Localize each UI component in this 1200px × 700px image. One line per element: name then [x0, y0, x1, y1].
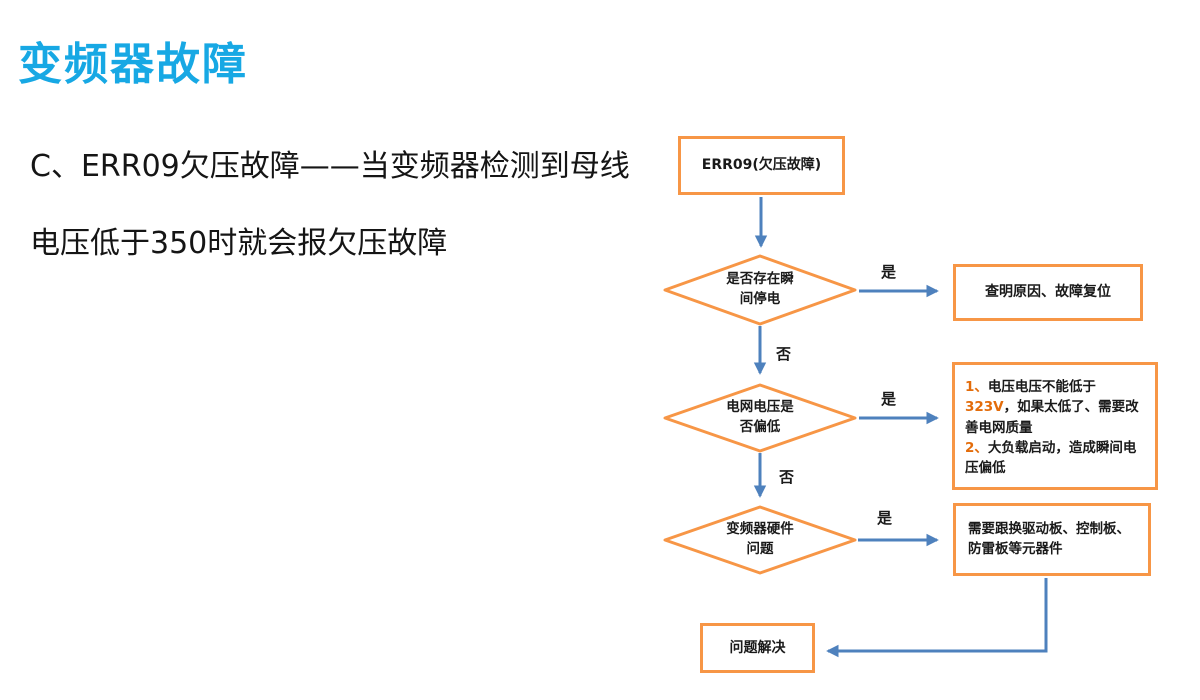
decision2-label: 电网电压是 否偏低 — [726, 399, 794, 436]
decision2-diamond — [663, 383, 857, 453]
decision3-diamond — [663, 505, 857, 575]
result2-node: 1、电压电压不能低于 323V，如果太低了、需要改善电网质量 2、大负载启动，造成… — [952, 362, 1158, 490]
result2-item2-number: 2、 — [965, 439, 988, 456]
decision1-no-label: 否 — [776, 345, 792, 363]
result2-item1-highlight: 323V — [965, 399, 1004, 416]
decision2-yes-label: 是 — [881, 390, 897, 408]
decision1-yes-label: 是 — [881, 263, 897, 281]
decision1-diamond — [663, 254, 857, 326]
decision3-yes-label: 是 — [877, 509, 893, 527]
start-node-label: ERR09(欠压故障) — [701, 157, 822, 174]
result2-item2: 2、大负载启动，造成瞬间电压偏低 — [965, 438, 1147, 479]
result2-node-text: 1、电压电压不能低于 323V，如果太低了、需要改善电网质量 2、大负载启动，造成… — [965, 377, 1147, 478]
result3-node-label: 需要跟换驱动板、控制板、防雷板等元器件 — [968, 520, 1130, 557]
result2-item1-pre: 电压电压不能低于 — [987, 379, 1096, 395]
result2-item1: 1、电压电压不能低于 323V，如果太低了、需要改善电网质量 — [965, 377, 1147, 438]
result2-item1-number: 1、 — [965, 379, 988, 395]
result2-item2-text: 大负载启动，造成瞬间电压偏低 — [965, 439, 1137, 476]
decision1-label: 是否存在瞬 间停电 — [726, 271, 794, 308]
start-node: ERR09(欠压故障) — [678, 136, 845, 195]
page-title: 变频器故障 — [18, 39, 248, 90]
result2-item1-post: ，如果太低了、需要改善电网质量 — [965, 399, 1139, 436]
result3-node: 需要跟换驱动板、控制板、防雷板等元器件 — [953, 503, 1151, 576]
arrow-result3-to-end — [826, 578, 1048, 658]
intro-paragraph: C、ERR09欠压故障——当变频器检测到母线 电压低于350时就会报欠压故障 — [30, 149, 630, 261]
decision2-no-label: 否 — [779, 468, 795, 486]
decision3-label: 变频器硬件 问题 — [726, 521, 794, 558]
end-node: 问题解决 — [700, 623, 815, 673]
result1-node-label: 查明原因、故障复位 — [985, 284, 1111, 301]
end-node-label: 问题解决 — [729, 639, 786, 656]
result1-node: 查明原因、故障复位 — [953, 264, 1143, 321]
